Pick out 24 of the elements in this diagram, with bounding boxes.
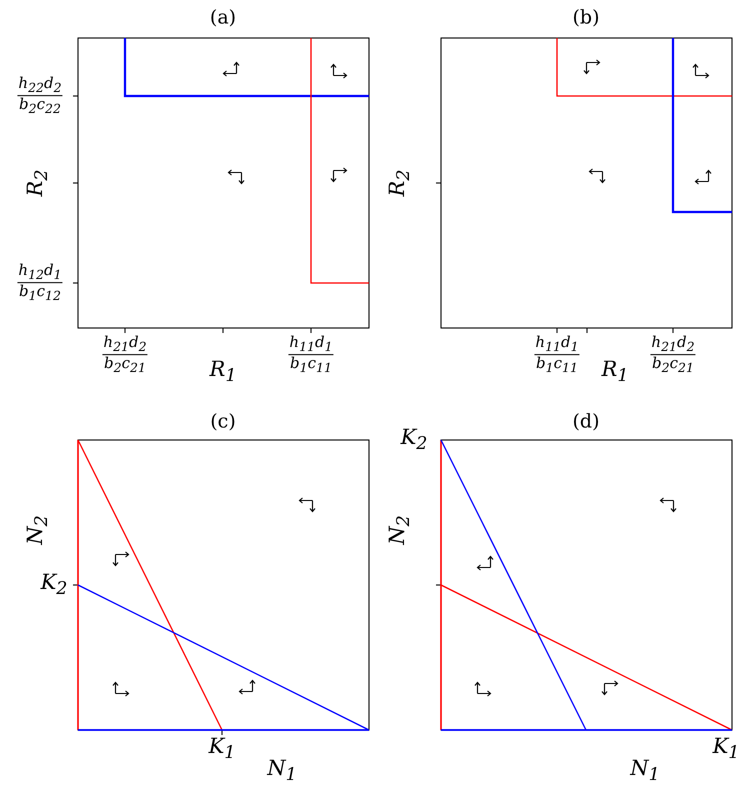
panel-title: (d) <box>572 412 600 432</box>
axis-label: K$_{2}$ <box>400 426 428 454</box>
tick-label-numerator: h$_{11}$d$_{1}$ <box>288 334 334 354</box>
tick-label-numerator: h$_{21}$d$_{2}$ <box>102 334 148 354</box>
tick-label-numerator: h$_{11}$d$_{1}$ <box>534 334 580 354</box>
tick-label-denominator: b$_{1}$c$_{11}$ <box>289 356 333 376</box>
axis-label: K$_{1}$ <box>208 734 236 764</box>
axis-label: K$_{1}$ <box>712 734 740 764</box>
axis-label: N$_{1}$ <box>630 756 660 786</box>
panel-title: (c) <box>210 412 236 432</box>
panel-title: (a) <box>210 8 236 28</box>
panel-title: (b) <box>572 8 600 28</box>
axis-label: R$_{1}$ <box>602 358 628 386</box>
axis-label: K$_{2}$ <box>40 570 68 600</box>
tick-label-denominator: b$_{1}$c$_{11}$ <box>535 356 579 376</box>
tick-label-numerator: h$_{12}$d$_{1}$ <box>17 262 63 282</box>
axis-label: N$_{1}$ <box>267 756 297 786</box>
tick-label-numerator: h$_{21}$d$_{2}$ <box>650 334 696 354</box>
axis-label: R$_{1}$ <box>210 358 236 386</box>
tick-label-denominator: b$_{2}$c$_{22}$ <box>18 96 62 117</box>
tick-label-denominator: b$_{2}$c$_{21}$ <box>103 356 147 376</box>
tick-label-denominator: b$_{1}$c$_{12}$ <box>18 284 62 304</box>
tick-label-numerator: h$_{22}$d$_{2}$ <box>17 75 63 96</box>
tick-label-denominator: b$_{2}$c$_{21}$ <box>651 356 695 376</box>
